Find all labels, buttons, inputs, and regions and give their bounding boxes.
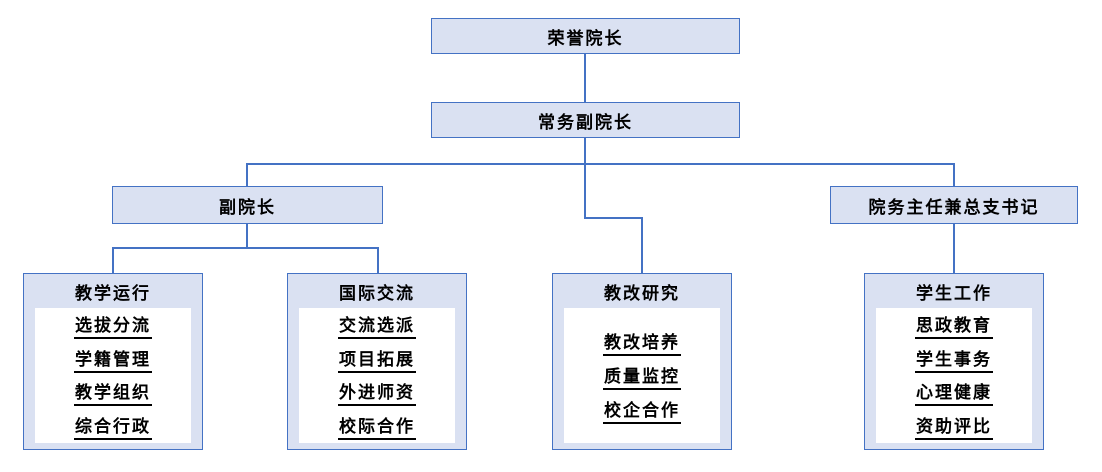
group-title: 教改研究 — [604, 283, 680, 304]
connector-center-drop — [584, 163, 586, 218]
connector-bus-level3 — [246, 163, 955, 165]
group-item-label: 项目拓展 — [338, 345, 416, 373]
group-item: 外进师资 — [338, 376, 416, 410]
group-item-label: 心理健康 — [915, 378, 993, 407]
group-item: 教改培养 — [603, 325, 681, 359]
group-item: 项目拓展 — [338, 342, 416, 376]
group-student-work: 学生工作 思政教育 学生事务 心理健康 资助评比 — [864, 273, 1044, 450]
group-item-label: 外进师资 — [338, 378, 416, 407]
connector-drop-group-student — [953, 224, 955, 273]
connector-drop-group-teaching — [112, 247, 114, 273]
group-item-label: 学生事务 — [915, 345, 993, 373]
group-item: 交流选派 — [338, 308, 416, 342]
group-item-label: 综合行政 — [74, 412, 152, 441]
group-item-label: 教学组织 — [74, 378, 152, 407]
connector-drop-vice-dean — [246, 163, 248, 187]
group-item: 资助评比 — [915, 409, 993, 443]
connector-drop-group-research — [641, 217, 643, 273]
group-item-label: 质量监控 — [603, 362, 681, 390]
group-international-exchange: 国际交流 交流选派 项目拓展 外进师资 校际合作 — [287, 273, 467, 450]
group-teaching-reform-research: 教改研究 教改培养 质量监控 校企合作 — [552, 273, 732, 450]
group-item: 选拔分流 — [74, 308, 152, 342]
group-item-label: 校际合作 — [338, 412, 416, 441]
group-item-label: 学籍管理 — [74, 345, 152, 373]
group-item: 综合行政 — [74, 409, 152, 443]
node-office-director-secretary: 院务主任兼总支书记 — [830, 186, 1078, 224]
connector-level2-stub — [584, 138, 586, 164]
group-panel: 教改培养 质量监控 校企合作 — [564, 308, 720, 443]
group-item-label: 校企合作 — [603, 396, 681, 424]
group-item: 校际合作 — [338, 409, 416, 443]
group-panel: 选拔分流 学籍管理 教学组织 综合行政 — [35, 308, 191, 443]
group-item-label: 交流选派 — [338, 311, 416, 339]
group-item: 学生事务 — [915, 342, 993, 376]
node-executive-vice-dean: 常务副院长 — [431, 102, 740, 138]
group-panel: 交流选派 项目拓展 外进师资 校际合作 — [299, 308, 455, 443]
node-honorary-dean: 荣誉院长 — [431, 18, 740, 54]
connector-vice-dean-stub — [246, 224, 248, 249]
group-item-label: 教改培养 — [603, 328, 681, 356]
connector-bus-vice-dean — [112, 247, 378, 249]
group-item: 校企合作 — [603, 393, 681, 427]
group-item-label: 思政教育 — [915, 311, 993, 339]
connector-center-jog — [584, 217, 642, 219]
group-item: 教学组织 — [74, 376, 152, 410]
connector-drop-group-international — [377, 247, 379, 273]
group-item-label: 选拔分流 — [74, 311, 152, 339]
group-item-label: 资助评比 — [915, 412, 993, 441]
group-title: 学生工作 — [916, 283, 992, 304]
group-title: 教学运行 — [75, 283, 151, 304]
group-title: 国际交流 — [339, 283, 415, 304]
node-vice-dean: 副院长 — [112, 186, 383, 224]
group-teaching-operations: 教学运行 选拔分流 学籍管理 教学组织 综合行政 — [23, 273, 203, 450]
connector-root-to-level2 — [584, 54, 586, 102]
group-panel: 思政教育 学生事务 心理健康 资助评比 — [876, 308, 1032, 443]
connector-drop-office-director — [953, 163, 955, 187]
group-item: 学籍管理 — [74, 342, 152, 376]
group-item: 思政教育 — [915, 308, 993, 342]
group-item: 心理健康 — [915, 376, 993, 410]
group-item: 质量监控 — [603, 359, 681, 393]
